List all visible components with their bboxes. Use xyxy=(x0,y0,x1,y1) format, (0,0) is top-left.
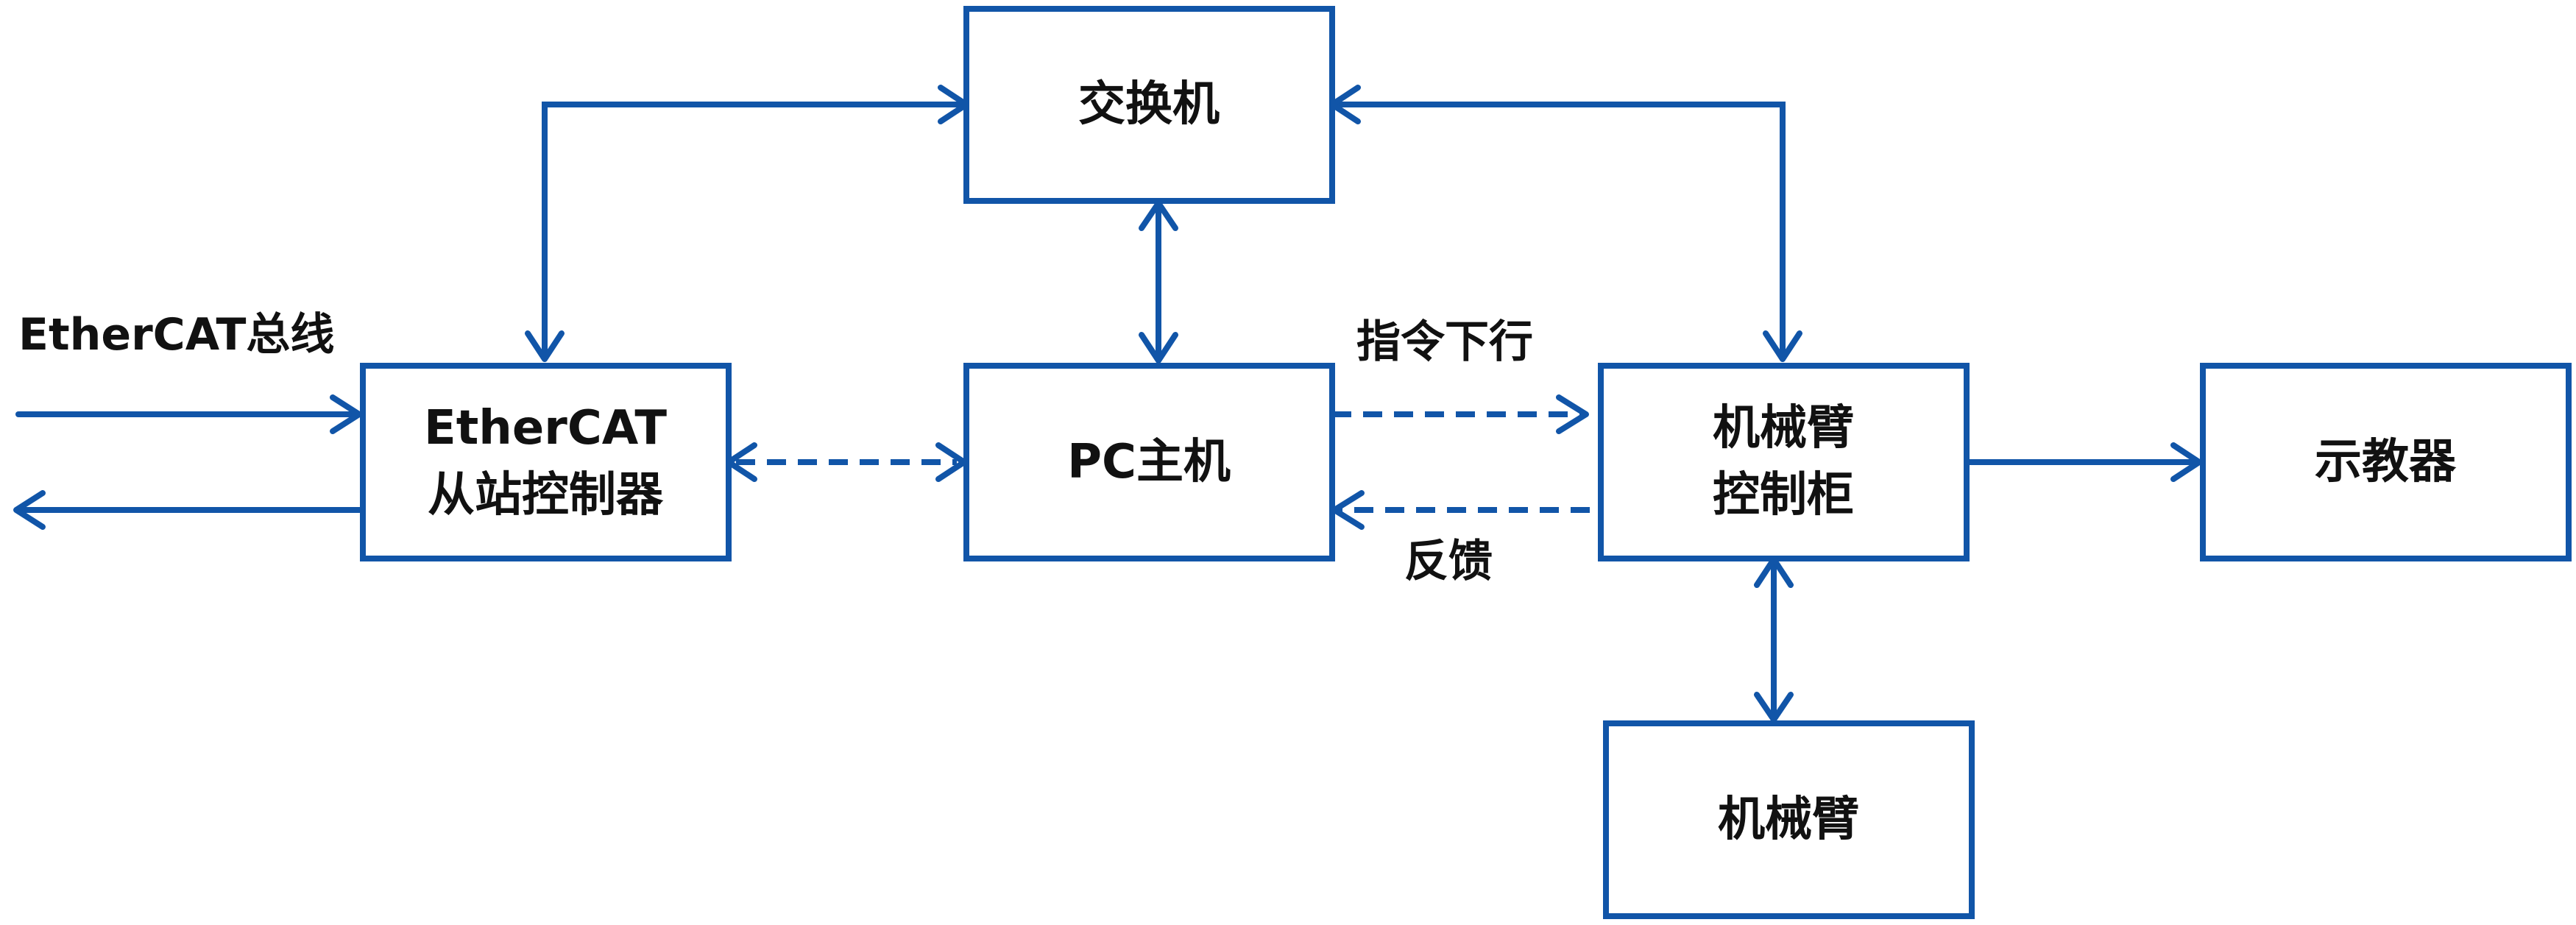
switch-slave-link xyxy=(542,102,967,360)
command-down-label: 指令下行 xyxy=(1356,316,1533,368)
teach-pendant-node: 示教器 xyxy=(2200,363,2572,561)
switch-cabinet-arrowhead-cabinet xyxy=(1763,330,1802,362)
robot-arm-node: 机械臂 xyxy=(1603,720,1975,919)
arm-cabinet-label-line2: 控制柜 xyxy=(1713,468,1854,522)
pc-host-node: PC主机 xyxy=(963,363,1335,561)
teach-pendant-label: 示教器 xyxy=(2315,435,2457,489)
feedback-label: 反馈 xyxy=(1404,536,1493,587)
ethercat-bus-label: EtherCAT总线 xyxy=(18,309,334,361)
slave-pc-arrowhead-pc xyxy=(935,442,967,482)
ethercat-slave-label-line2: 从站控制器 xyxy=(428,468,664,522)
arm-control-cabinet-node: 机械臂 控制柜 xyxy=(1598,363,1970,561)
robot-arm-label: 机械臂 xyxy=(1718,793,1859,847)
switch-pc-arrowhead-pc xyxy=(1139,332,1178,364)
command-down-arrowhead xyxy=(1556,394,1589,434)
switch-cabinet-link xyxy=(1331,102,1786,360)
switch-slave-arrowhead-slave xyxy=(525,330,565,362)
ethercat-slave-controller-node: EtherCAT 从站控制器 xyxy=(360,363,732,561)
switch-node: 交换机 xyxy=(963,6,1335,204)
cabinet-arm-arrowhead-arm xyxy=(1754,692,1794,723)
pc-host-label: PC主机 xyxy=(1067,435,1231,489)
ethercat-bus-in-arrowhead xyxy=(330,394,362,434)
cabinet-pendant-arrowhead xyxy=(2170,442,2202,482)
ethercat-slave-label-line1: EtherCAT xyxy=(424,401,667,456)
switch-label: 交换机 xyxy=(1078,77,1220,132)
arm-cabinet-label-line1: 机械臂 xyxy=(1713,401,1854,456)
ethercat-bus-out-arrowhead xyxy=(13,490,46,530)
